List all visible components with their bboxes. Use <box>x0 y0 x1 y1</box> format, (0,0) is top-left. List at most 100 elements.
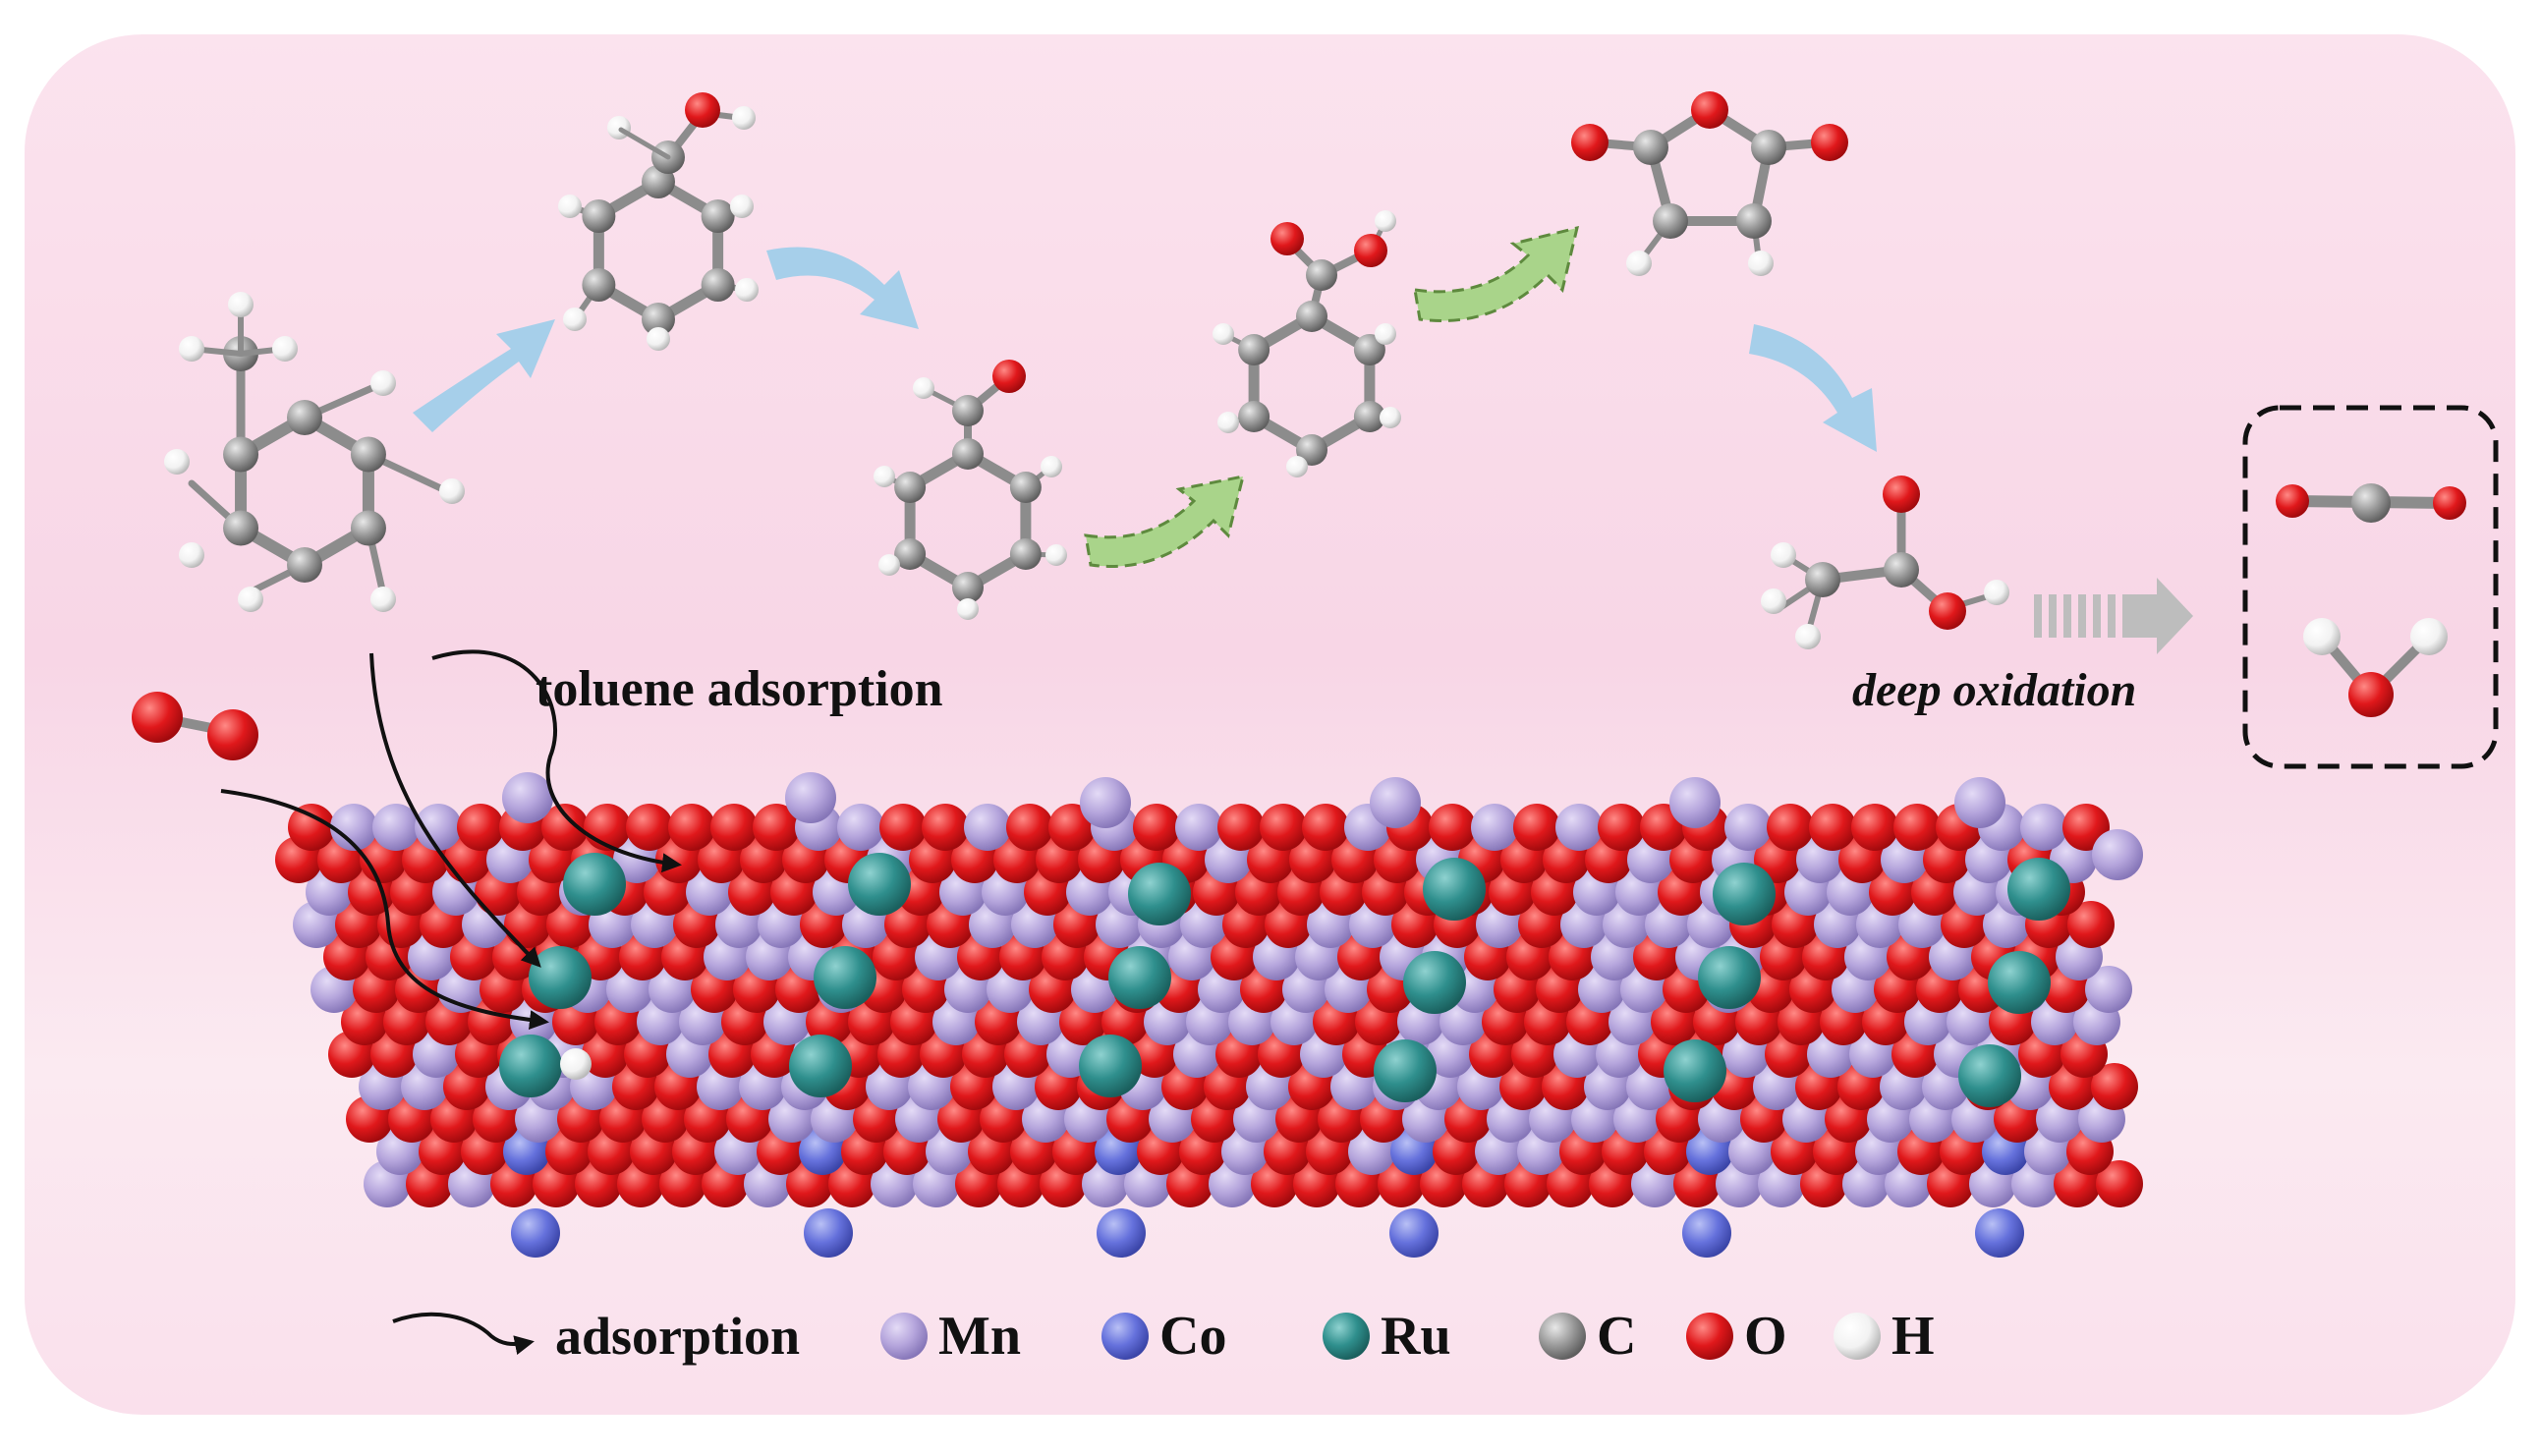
atom-o <box>1133 804 1180 851</box>
atom-h <box>1375 323 1396 345</box>
atom-c <box>1009 538 1042 570</box>
atom-mn <box>1370 777 1421 828</box>
atom-mn <box>785 772 836 823</box>
legend-swatch-co <box>1101 1313 1149 1360</box>
atom-mn <box>502 772 553 823</box>
bond <box>618 127 671 160</box>
toluene-adsorption-label: toluene adsorption <box>536 661 943 717</box>
atom-ru <box>529 946 592 1009</box>
atom-h <box>1984 580 2009 605</box>
legend-label-mn: Mn <box>938 1306 1021 1367</box>
atom-mn <box>1080 777 1131 828</box>
atom-o <box>1006 804 1053 851</box>
atom-h <box>238 587 263 612</box>
atom-h <box>730 195 754 218</box>
atom-c <box>1306 259 1337 291</box>
reaction-molecules <box>132 91 2466 760</box>
atom-ru <box>1698 946 1761 1009</box>
legend-swatch-c <box>1539 1313 1586 1360</box>
atom-o <box>1929 592 1966 630</box>
atom-o <box>2348 672 2394 717</box>
atom-o <box>1767 804 1814 851</box>
atom-c <box>1751 130 1786 165</box>
atom-ru <box>563 853 626 916</box>
atom-o <box>1571 124 1609 161</box>
blue-arrow-2 <box>766 247 919 329</box>
legend-swatch-mn <box>880 1313 928 1360</box>
atom-o <box>2276 484 2309 518</box>
adsorption-curve-toluene-1 <box>369 652 541 968</box>
legend-label-h: H <box>1891 1306 1935 1367</box>
atom-o <box>1691 91 1728 129</box>
atom-mn <box>2085 966 2132 1013</box>
atom-ru <box>1988 951 2051 1014</box>
atom-c <box>350 510 386 546</box>
atom-co <box>1389 1208 1439 1258</box>
atom-c <box>1736 203 1772 239</box>
atom-o <box>1598 804 1645 851</box>
atom-c <box>1296 301 1327 332</box>
atom-o <box>457 804 504 851</box>
atom-c <box>1296 434 1327 466</box>
background-panel <box>25 34 2515 1415</box>
atom-mn <box>1669 777 1721 828</box>
atom-c <box>223 436 259 473</box>
atom-o <box>288 804 335 851</box>
atom-c <box>1884 552 1919 588</box>
atom-h <box>1771 542 1796 568</box>
atom-o <box>1883 476 1920 513</box>
atom-mn <box>2020 804 2067 851</box>
atom-h <box>1626 251 1652 276</box>
atom-mn <box>1471 804 1518 851</box>
atom-o <box>2433 486 2466 520</box>
atom-h <box>179 542 204 568</box>
legend-item-ru: Ru <box>1323 1306 1451 1367</box>
atom-h <box>179 336 204 362</box>
atom-o <box>541 804 589 851</box>
atom-o <box>1260 804 1307 851</box>
legend-label-o: O <box>1744 1306 1787 1367</box>
atom-o <box>132 692 183 743</box>
atom-co <box>1975 1208 2024 1258</box>
atom-o <box>1809 804 1856 851</box>
atom-h <box>957 598 979 620</box>
atom-mn <box>1175 804 1222 851</box>
atom-ru <box>1374 1039 1437 1102</box>
atom-o <box>1354 234 1387 267</box>
legend-item-h: H <box>1834 1306 1935 1367</box>
atom-h <box>1217 412 1239 433</box>
atom-co <box>511 1208 560 1258</box>
legend-adsorption-arrow <box>392 1312 535 1355</box>
atom-h <box>370 587 396 612</box>
legend-item-o: O <box>1686 1306 1787 1367</box>
atom-c <box>1009 472 1042 503</box>
atom-c <box>1653 203 1688 239</box>
atom-h <box>735 278 759 302</box>
atom-c <box>2351 483 2391 523</box>
atom-mn <box>2092 829 2143 880</box>
legend-label-c: C <box>1597 1306 1636 1367</box>
legend-swatch-ru <box>1323 1313 1370 1360</box>
atom-mn <box>837 804 884 851</box>
atom-h <box>913 377 934 399</box>
atom-c <box>287 547 322 583</box>
atom-ru <box>1664 1039 1726 1102</box>
atom-h <box>558 195 582 218</box>
atom-h <box>1761 588 1786 614</box>
atom-ru <box>789 1035 852 1097</box>
atom-h <box>1286 456 1308 477</box>
atom-mn <box>1954 777 2005 828</box>
atom-h <box>228 292 254 317</box>
atom-o <box>753 804 800 851</box>
atom-c <box>701 199 735 233</box>
atom-mn <box>1724 804 1772 851</box>
atom-c <box>582 199 616 233</box>
deep-oxidation-label: deep oxidation <box>1852 664 2136 716</box>
atom-c <box>701 268 735 302</box>
atom-c <box>952 572 984 603</box>
blue-arrow-1 <box>413 319 555 432</box>
atom-o <box>922 804 969 851</box>
atom-o <box>2067 901 2115 948</box>
